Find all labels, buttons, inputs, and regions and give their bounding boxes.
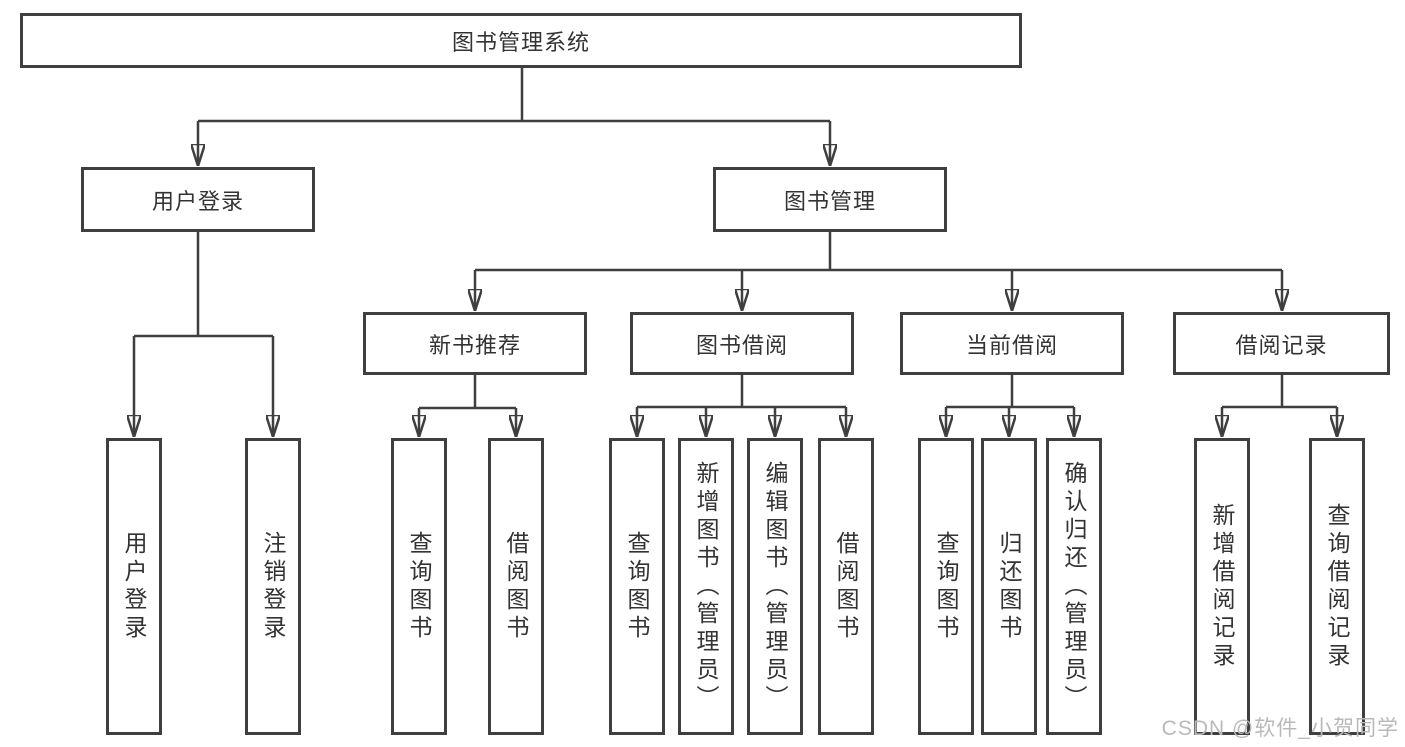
leaf-borrow-books-2: 借阅图书 bbox=[818, 438, 874, 735]
node-book-management: 图书管理 bbox=[713, 167, 947, 232]
leaf-confirm-return-admin: 确认归还（管理员） bbox=[1046, 438, 1102, 735]
node-book-borrowing: 图书借阅 bbox=[630, 312, 854, 375]
node-new-book-recommendation: 新书推荐 bbox=[363, 312, 587, 375]
leaf-logout: 注销登录 bbox=[245, 438, 301, 735]
leaf-query-books-3: 查询图书 bbox=[918, 438, 974, 735]
leaf-query-borrow-record: 查询借阅记录 bbox=[1309, 438, 1365, 735]
leaf-add-borrow-record: 新增借阅记录 bbox=[1194, 438, 1250, 735]
node-current-borrowing: 当前借阅 bbox=[900, 312, 1124, 375]
node-user-login: 用户登录 bbox=[81, 167, 315, 232]
leaf-edit-books-admin: 编辑图书（管理员） bbox=[747, 438, 803, 735]
leaf-borrow-books: 借阅图书 bbox=[488, 438, 544, 735]
node-library-management-system: 图书管理系统 bbox=[20, 13, 1022, 68]
leaf-user-login: 用户登录 bbox=[106, 438, 162, 735]
leaf-add-books-admin: 新增图书（管理员） bbox=[678, 438, 734, 735]
leaf-return-books: 归还图书 bbox=[981, 438, 1037, 735]
leaf-query-books: 查询图书 bbox=[391, 438, 447, 735]
csdn-watermark: CSDN @软件_小贺同学 bbox=[1161, 717, 1399, 740]
node-borrowing-records: 借阅记录 bbox=[1173, 312, 1390, 375]
leaf-query-books-2: 查询图书 bbox=[609, 438, 665, 735]
